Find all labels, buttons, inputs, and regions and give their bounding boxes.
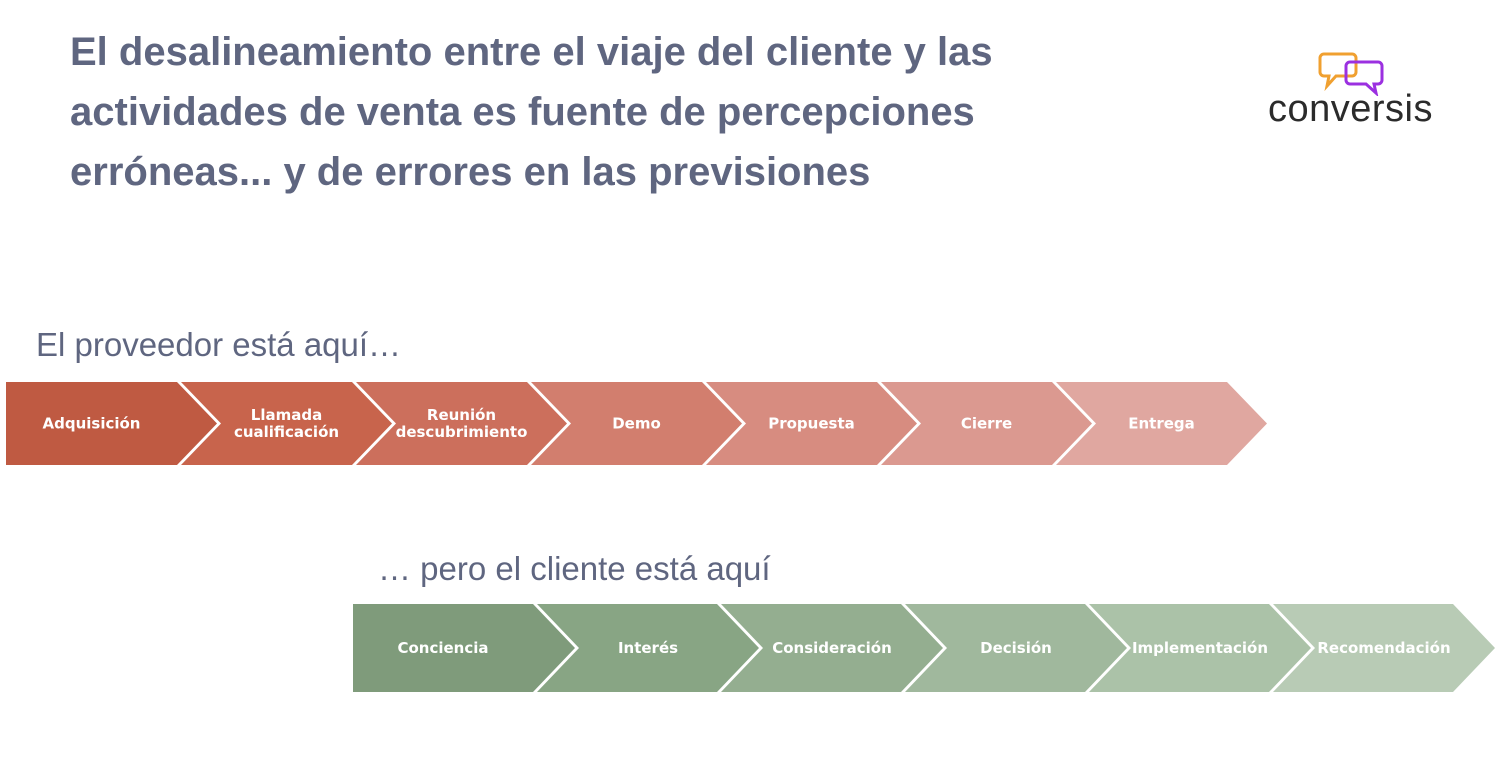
vendor-chevron [356,382,567,465]
vendor-stage-0: Adquisición [6,382,217,465]
client-chevron [1089,604,1311,692]
client-stage-2: Consideración [721,604,943,692]
vendor-stage-label: Cierre [961,415,1012,433]
vendor-stage-label: descubrimiento [396,423,528,441]
client-stage-label: Decisión [980,639,1052,657]
client-stage-4: Implementación [1089,604,1311,692]
vendor-stage-4: Propuesta [706,382,917,465]
vendor-chevron [181,382,392,465]
slide-title: El desalineamiento entre el viaje del cl… [70,30,993,194]
client-stage-0: Conciencia [353,604,575,692]
chat-bubbles-icon [1318,52,1384,96]
client-chevron [537,604,759,692]
client-label: … pero el cliente está aquí [378,550,771,587]
vendor-stage-label: cualificación [234,423,339,441]
client-stage-5: Recomendación [1273,604,1495,692]
client-stage-label: Consideración [772,639,892,657]
vendor-stage-3: Demo [531,382,742,465]
vendor-chevron [531,382,742,465]
client-stage-label: Conciencia [397,639,488,657]
vendor-stage-5: Cierre [881,382,1092,465]
client-stage-label: Interés [618,639,678,657]
vendor-stage-label: Llamada [251,406,322,424]
client-stage-1: Interés [537,604,759,692]
vendor-stage-6: Entrega [1056,382,1267,465]
vendor-stage-label: Propuesta [768,415,855,433]
client-stage-label: Recomendación [1317,639,1450,657]
vendor-stage-label: Demo [612,415,661,433]
vendor-stage-label: Adquisición [43,415,141,433]
vendor-stage-label: Reunión [427,406,496,424]
logo-wordmark: conversis [1268,88,1433,130]
client-stage-label: Implementación [1132,639,1268,657]
client-chevron [1273,604,1495,692]
client-stage-3: Decisión [905,604,1127,692]
vendor-label: El proveedor está aquí… [36,326,402,363]
conversis-logo: conversis [1262,50,1452,130]
vendor-stage-label: Entrega [1128,415,1195,433]
client-chevron [721,604,943,692]
client-chevron [905,604,1127,692]
vendor-chevron [881,382,1092,465]
vendor-chevron [1056,382,1267,465]
client-chevron [353,604,575,692]
vendor-chevron [706,382,917,465]
vendor-chevron [6,382,217,465]
